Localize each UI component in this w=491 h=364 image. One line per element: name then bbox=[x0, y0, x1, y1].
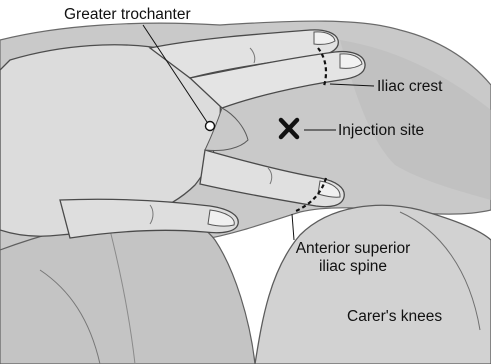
label-greater-trochanter: Greater trochanter bbox=[64, 6, 191, 24]
label-injection-site: Injection site bbox=[338, 122, 424, 140]
label-carers-knees: Carer's knees bbox=[347, 308, 442, 326]
label-anterior-superior-iliac-spine: Anterior superior iliac spine bbox=[278, 240, 428, 276]
label-asis-line-1: Anterior superior bbox=[278, 240, 428, 258]
label-asis-line-2: iliac spine bbox=[278, 258, 428, 276]
greater-trochanter-marker bbox=[206, 122, 215, 131]
label-iliac-crest: Iliac crest bbox=[377, 78, 442, 96]
